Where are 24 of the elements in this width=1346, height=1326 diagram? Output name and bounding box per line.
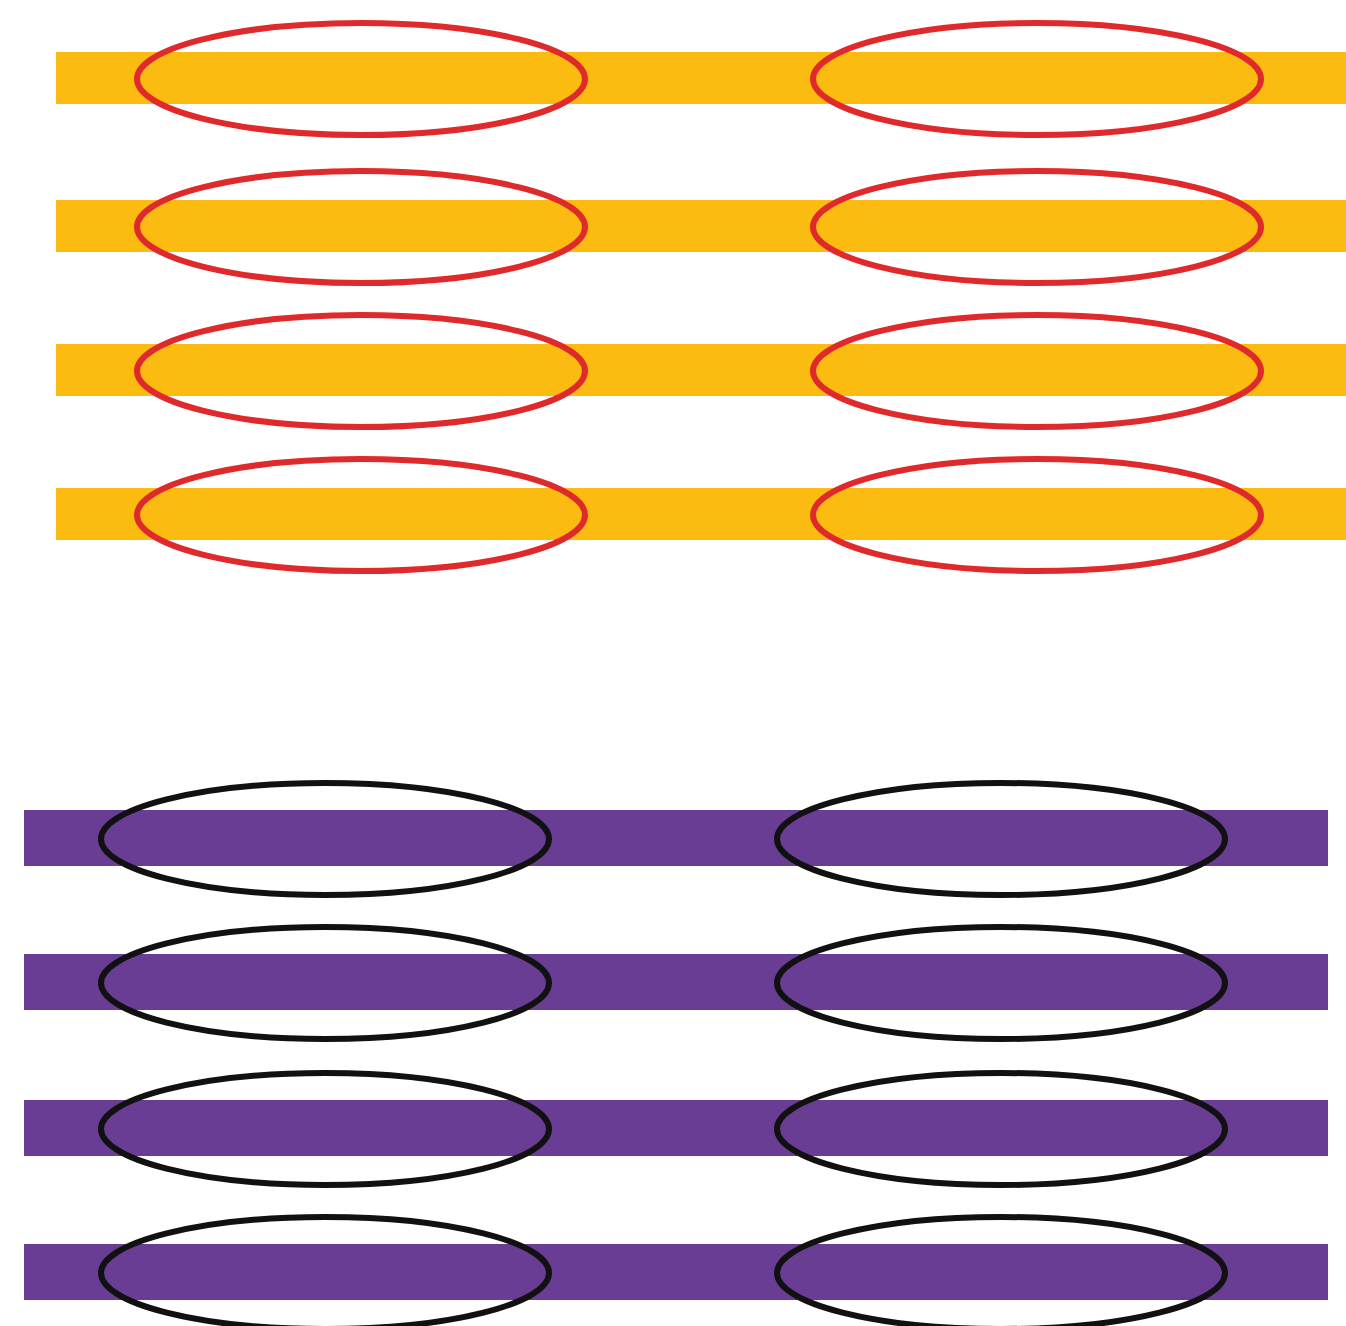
- bar: [24, 810, 1328, 866]
- bar: [24, 1244, 1328, 1300]
- ellipse-outline: [133, 167, 587, 285]
- ellipse-outline: [809, 19, 1263, 137]
- ellipse-outline: [773, 1213, 1227, 1326]
- ellipse-outline: [809, 311, 1263, 429]
- ellipse-outline: [133, 19, 587, 137]
- bar: [56, 488, 1346, 540]
- bar: [24, 1100, 1328, 1156]
- ellipse-outline: [97, 779, 551, 897]
- ellipse-outline: [773, 923, 1227, 1041]
- ellipse-outline: [809, 167, 1263, 285]
- ellipse-outline: [97, 1069, 551, 1187]
- ellipse-outline: [809, 455, 1263, 573]
- ellipse-outline: [133, 311, 587, 429]
- ellipse-outline: [773, 779, 1227, 897]
- bar: [24, 954, 1328, 1010]
- bar: [56, 52, 1346, 104]
- ellipse-outline: [97, 923, 551, 1041]
- ellipse-outline: [133, 455, 587, 573]
- ellipse-outline: [97, 1213, 551, 1326]
- bar: [56, 200, 1346, 252]
- ellipse-outline: [773, 1069, 1227, 1187]
- bar: [56, 344, 1346, 396]
